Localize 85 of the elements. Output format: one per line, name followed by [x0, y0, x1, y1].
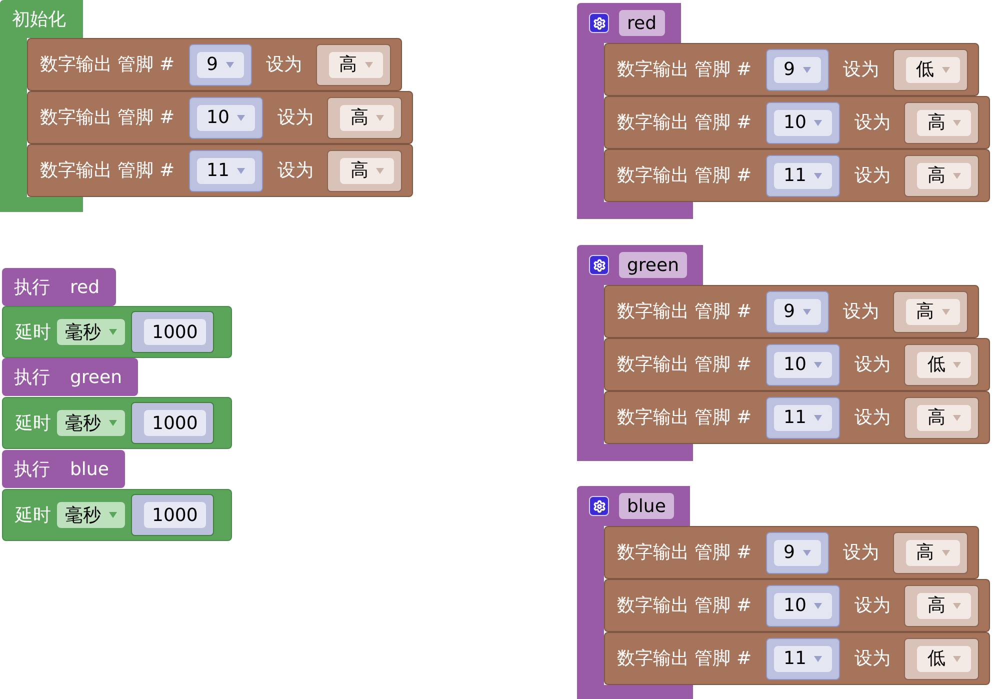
- statement-block: [604, 579, 990, 632]
- pin-dropdown: 11: [766, 396, 840, 438]
- block-label: 设为: [842, 541, 879, 565]
- block-label: 数字输出 管脚 #: [617, 353, 752, 377]
- block-label: 数字输出 管脚 #: [617, 594, 752, 618]
- block-label: 数字输出 管脚 #: [40, 106, 175, 130]
- block-label: 设为: [266, 53, 302, 77]
- pin-dropdown: 9: [766, 48, 829, 90]
- statement-block: [604, 43, 979, 96]
- level-dropdown: 高: [892, 290, 968, 332]
- block-label: 设为: [277, 106, 314, 130]
- level-dropdown: 低: [904, 344, 980, 386]
- block-label: 数字输出 管脚 #: [617, 647, 752, 671]
- unit-dropdown: 毫秒: [57, 410, 125, 436]
- pin-dropdown: 11: [188, 150, 264, 192]
- statement-block: [604, 391, 990, 444]
- statement-block: [27, 38, 402, 91]
- call-block: [2, 268, 116, 306]
- level-dropdown: 高: [327, 150, 402, 192]
- pin-dropdown: 9: [766, 290, 829, 332]
- block-label: blue: [70, 458, 109, 482]
- block-label: 延时: [15, 320, 51, 344]
- statement-block: [604, 285, 979, 338]
- unit-dropdown: 毫秒: [57, 502, 125, 528]
- unit-dropdown: 毫秒: [57, 319, 125, 345]
- pin-dropdown: 11: [766, 638, 840, 680]
- number-field: 1000: [131, 311, 214, 353]
- block-label: 执行: [14, 366, 50, 390]
- delay-block: [2, 397, 232, 449]
- pin-dropdown: 9: [766, 532, 829, 574]
- call-block: [2, 450, 125, 488]
- block-label: 设为: [854, 594, 890, 618]
- level-dropdown: 低: [892, 48, 968, 90]
- block-label: 设为: [854, 647, 890, 671]
- level-dropdown: 高: [892, 532, 968, 574]
- block-label: 延时: [15, 412, 51, 436]
- delay-block: [2, 306, 232, 358]
- level-dropdown: 低: [904, 638, 980, 680]
- statement-block: [27, 144, 414, 197]
- block-label: 执行: [14, 276, 50, 300]
- pin-dropdown: 10: [766, 584, 840, 626]
- block-label: 数字输出 管脚 #: [617, 300, 752, 324]
- block-label: 初始化: [12, 8, 66, 32]
- pin-dropdown: 9: [188, 44, 252, 86]
- block-label: 设为: [842, 300, 879, 324]
- statement-block: [604, 338, 990, 391]
- block-label: red: [70, 276, 100, 300]
- pin-dropdown: 10: [188, 96, 264, 138]
- block-label: 执行: [14, 458, 50, 482]
- level-dropdown: 高: [327, 96, 402, 138]
- procedure-name-field: red: [619, 10, 665, 36]
- level-dropdown: 高: [904, 154, 980, 196]
- level-dropdown: 高: [904, 584, 980, 626]
- block-label: 设为: [842, 58, 879, 82]
- block-label: 设为: [854, 111, 890, 135]
- block-label: 设为: [277, 159, 314, 183]
- level-dropdown: 高: [316, 44, 391, 86]
- call-block: [2, 358, 138, 396]
- block-label: 数字输出 管脚 #: [40, 53, 175, 77]
- statement-block: [604, 632, 990, 685]
- block-label: 设为: [854, 353, 890, 377]
- block-label: 数字输出 管脚 #: [617, 406, 752, 430]
- procedure-name-field: blue: [619, 493, 674, 519]
- pin-dropdown: 10: [766, 344, 840, 386]
- procedure-name-field: green: [619, 252, 687, 278]
- statement-block: [604, 149, 990, 202]
- number-field: 1000: [131, 402, 214, 444]
- block-label: 数字输出 管脚 #: [617, 164, 752, 188]
- block-label: 延时: [15, 504, 51, 528]
- level-dropdown: 高: [904, 396, 980, 438]
- block-label: 数字输出 管脚 #: [617, 58, 752, 82]
- block-label: 数字输出 管脚 #: [40, 159, 175, 183]
- delay-block: [2, 489, 232, 541]
- block-label: 数字输出 管脚 #: [617, 541, 752, 565]
- statement-block: [604, 526, 979, 579]
- statement-block: [604, 96, 990, 149]
- block-label: green: [70, 366, 122, 390]
- block-label: 设为: [854, 164, 890, 188]
- number-field: 1000: [131, 494, 214, 536]
- pin-dropdown: 10: [766, 102, 840, 144]
- level-dropdown: 高: [904, 102, 980, 144]
- statement-block: [27, 91, 414, 144]
- block-label: 数字输出 管脚 #: [617, 111, 752, 135]
- pin-dropdown: 11: [766, 154, 840, 196]
- block-label: 设为: [854, 406, 890, 430]
